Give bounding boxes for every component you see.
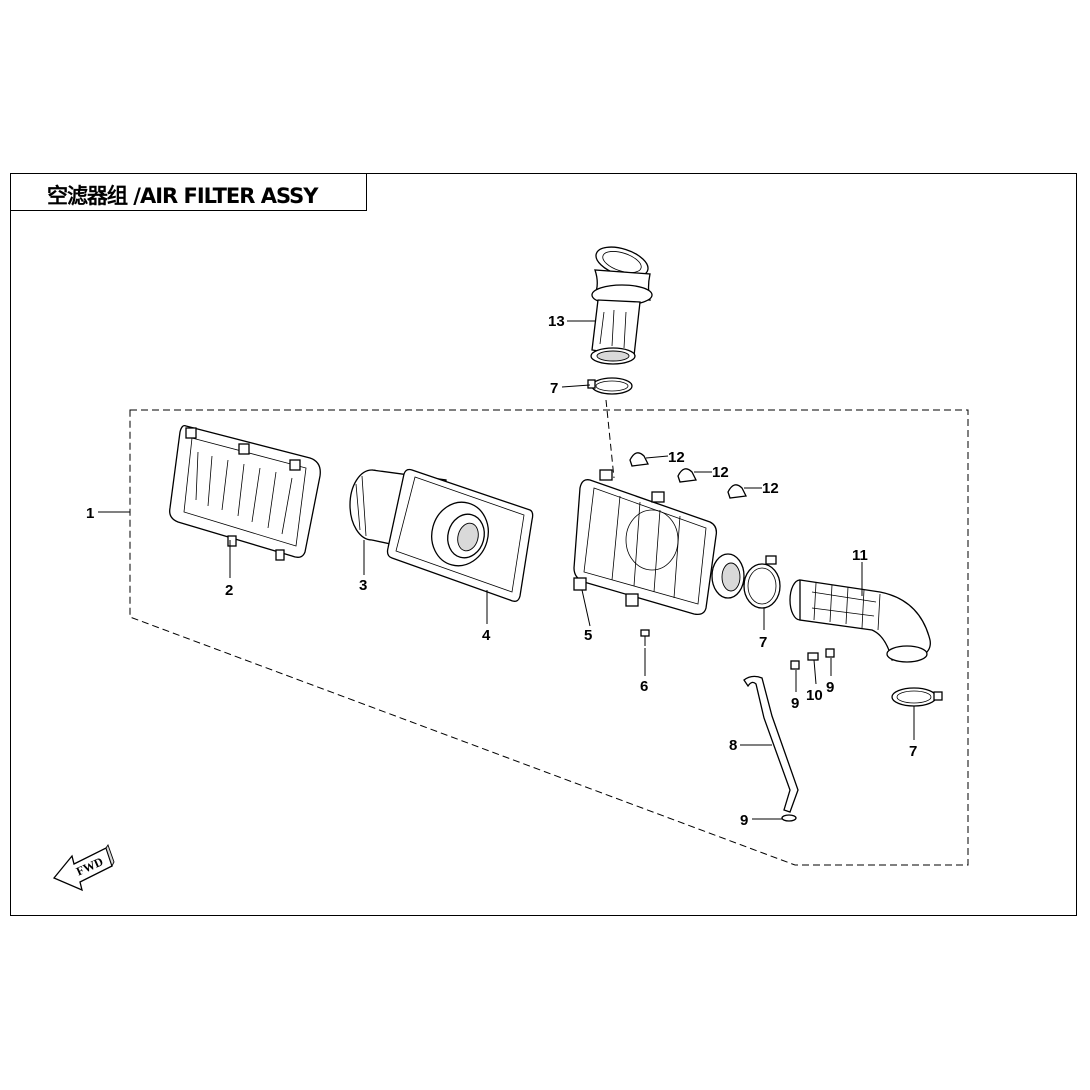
hose-clamp-top <box>587 377 633 395</box>
filter-seal-plate <box>386 468 534 602</box>
air-filter-cover <box>169 424 321 561</box>
callout-4: 4 <box>482 627 491 644</box>
callout-9-right: 9 <box>826 679 834 696</box>
clip-3 <box>727 484 747 499</box>
hose-clamp-middle <box>743 555 781 609</box>
callout-10: 10 <box>806 687 823 704</box>
callout-7-lower: 7 <box>909 743 917 760</box>
callout-12-c: 12 <box>762 480 779 497</box>
title-box: 空滤器组 /AIR FILTER ASSY <box>10 173 367 211</box>
callout-labels: 1 2 3 4 5 6 7 7 7 8 9 9 9 10 11 12 12 12… <box>86 313 917 829</box>
callout-7-top: 7 <box>550 380 558 397</box>
callout-12-a: 12 <box>668 449 685 466</box>
callout-9-bottom: 9 <box>740 812 748 829</box>
callout-11: 11 <box>852 547 868 564</box>
diagram-frame <box>10 173 1077 916</box>
clip-1 <box>629 452 649 467</box>
hose-clamp-lower <box>891 687 943 707</box>
outlet-hose <box>789 579 931 663</box>
assembly-axis-line <box>605 399 615 479</box>
screw <box>640 629 650 646</box>
hose-clip-3 <box>781 814 797 822</box>
callout-7-middle: 7 <box>759 634 767 651</box>
hose-connector <box>807 652 819 661</box>
callout-9-left: 9 <box>791 695 799 712</box>
callout-13: 13 <box>548 313 565 330</box>
hose-clip-1 <box>790 660 800 670</box>
callout-2: 2 <box>225 582 233 599</box>
drain-tube <box>743 675 799 813</box>
callout-3: 3 <box>359 577 367 594</box>
callout-8: 8 <box>729 737 737 754</box>
leader-lines <box>98 320 915 820</box>
callout-5: 5 <box>584 627 592 644</box>
air-box-housing <box>573 469 745 616</box>
fwd-arrow-icon: FWD <box>52 844 115 892</box>
callout-1: 1 <box>86 505 94 522</box>
diagram-title: 空滤器组 /AIR FILTER ASSY <box>47 184 319 208</box>
intake-duct <box>590 246 653 365</box>
assembly-boundary <box>129 409 969 866</box>
callout-12-b: 12 <box>712 464 729 481</box>
clip-2 <box>677 468 697 483</box>
hose-clip-2 <box>825 648 835 658</box>
callout-6: 6 <box>640 678 648 695</box>
